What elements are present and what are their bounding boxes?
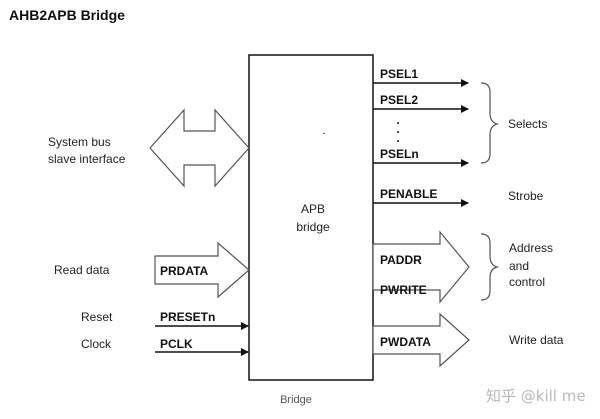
page-title: AHB2APB Bridge bbox=[9, 7, 125, 23]
prdata-signal: PRDATA bbox=[160, 264, 209, 278]
pwrite-signal: PWRITE bbox=[380, 283, 427, 297]
paddr-signal: PADDR bbox=[380, 253, 422, 267]
figure-caption: Bridge bbox=[280, 394, 312, 406]
prdata-arrow bbox=[154, 241, 250, 299]
selects-label: Selects bbox=[508, 117, 547, 131]
penable-signal: PENABLE bbox=[380, 187, 437, 201]
system-bus-double-arrow bbox=[149, 108, 250, 188]
pwdata-arrow bbox=[372, 312, 470, 368]
pseln-signal: PSELn bbox=[380, 147, 419, 161]
address-label-line1: Address bbox=[509, 241, 553, 255]
system-bus-label-line1: System bus bbox=[48, 135, 111, 149]
clock-label: Clock bbox=[81, 337, 112, 351]
watermark: 知乎 @kill me bbox=[486, 387, 586, 405]
bridge-label-line2: bridge bbox=[296, 220, 330, 234]
read-data-label: Read data bbox=[54, 263, 110, 277]
ellipsis-dot: . bbox=[396, 131, 399, 145]
selects-brace bbox=[480, 82, 500, 164]
pwdata-signal: PWDATA bbox=[380, 335, 431, 349]
write-data-label: Write data bbox=[509, 333, 564, 347]
address-brace bbox=[480, 233, 500, 301]
ellipsis-dot: . bbox=[396, 122, 399, 136]
address-label-line3: control bbox=[509, 275, 545, 289]
psel2-signal: PSEL2 bbox=[380, 93, 418, 107]
presetn-signal: PRESETn bbox=[160, 310, 215, 324]
bridge-label-line1: APB bbox=[301, 202, 325, 216]
bridge-dot: . bbox=[322, 123, 325, 137]
reset-label: Reset bbox=[81, 310, 113, 324]
system-bus-label-line2: slave interface bbox=[48, 152, 126, 166]
psel1-signal: PSEL1 bbox=[380, 67, 418, 81]
apb-bridge-block bbox=[248, 54, 374, 381]
strobe-label: Strobe bbox=[508, 189, 544, 203]
pclk-signal: PCLK bbox=[160, 337, 193, 351]
address-label-line2: and bbox=[509, 259, 529, 273]
ellipsis-dot: . bbox=[396, 113, 399, 127]
paddr-pwrite-arrow bbox=[372, 230, 470, 304]
